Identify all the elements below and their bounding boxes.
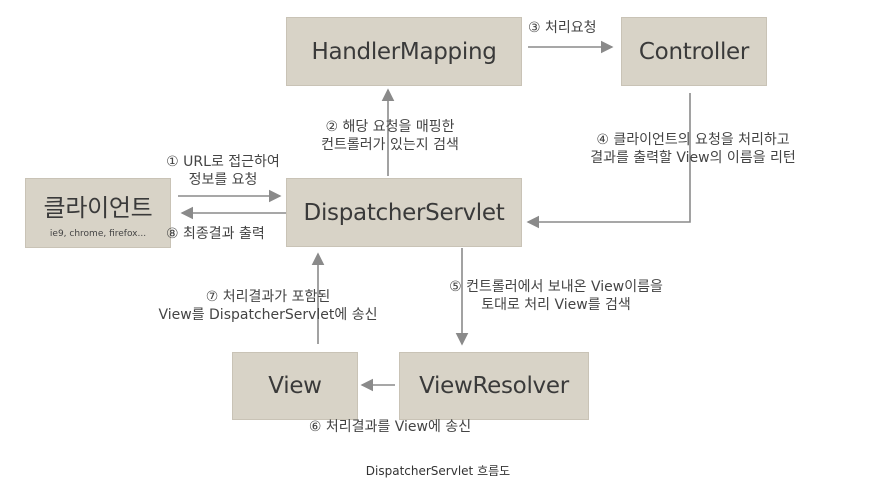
step-2-label: ② 해당 요청을 매핑한 컨트롤러가 있는지 검색 — [300, 118, 480, 154]
dispatcherservlet-box: DispatcherServlet — [286, 178, 522, 247]
step-5-line-1: ⑤ 컨트롤러에서 보내온 View이름을 — [449, 279, 663, 295]
view-box: View — [232, 352, 358, 420]
step-8-label: ⑧ 최종결과 출력 — [166, 226, 265, 242]
viewresolver-label: ViewResolver — [419, 373, 569, 399]
step-6-label: ⑥ 처리결과를 View에 송신 — [308, 419, 472, 435]
step-7-line-2: View를 DispatcherServlet에 송신 — [158, 307, 378, 323]
view-label: View — [268, 373, 322, 399]
figure-caption: DispatcherServlet 흐름도 — [365, 464, 511, 478]
dispatcherservlet-label: DispatcherServlet — [303, 199, 505, 226]
client-browsers-label: ie9, chrome, firefox... — [49, 228, 147, 239]
controller-label: Controller — [638, 38, 750, 65]
step-5-label: ⑤ 컨트롤러에서 보내온 View이름을 토대로 처리 View를 검색 — [420, 278, 692, 314]
handlermapping-box: HandlerMapping — [286, 17, 522, 86]
controller-box: Controller — [621, 17, 767, 86]
step-1-line-2: 정보를 요청 — [188, 172, 258, 188]
step-7-label: ⑦ 처리결과가 포함된 View를 DispatcherServlet에 송신 — [138, 288, 398, 324]
step-5-line-2: 토대로 처리 View를 검색 — [481, 297, 631, 313]
step-4-line-2: 결과를 출력할 View의 이름을 리턴 — [590, 150, 796, 166]
viewresolver-box: ViewResolver — [399, 352, 589, 420]
arrow-controller-to-dispatcher — [526, 93, 691, 229]
step-1-label: ① URL로 접근하여 정보를 요청 — [148, 153, 298, 189]
step-7-line-1: ⑦ 처리결과가 포함된 — [205, 289, 331, 305]
step-2-line-2: 컨트롤러가 있는지 검색 — [321, 137, 459, 153]
step-1-line-1: ① URL로 접근하여 — [166, 154, 280, 170]
step-4-label: ④ 클라이언트의 요청을 처리하고 결과를 출력할 View의 이름을 리턴 — [558, 131, 828, 167]
step-2-line-1: ② 해당 요청을 매핑한 — [325, 119, 455, 135]
step-4-line-1: ④ 클라이언트의 요청을 처리하고 — [596, 132, 790, 148]
step-3-label: ③ 처리요청 — [528, 20, 597, 36]
client-box: 클라이언트 ie9, chrome, firefox... — [25, 178, 171, 248]
client-label: 클라이언트 — [43, 193, 153, 222]
handlermapping-label: HandlerMapping — [311, 38, 497, 65]
